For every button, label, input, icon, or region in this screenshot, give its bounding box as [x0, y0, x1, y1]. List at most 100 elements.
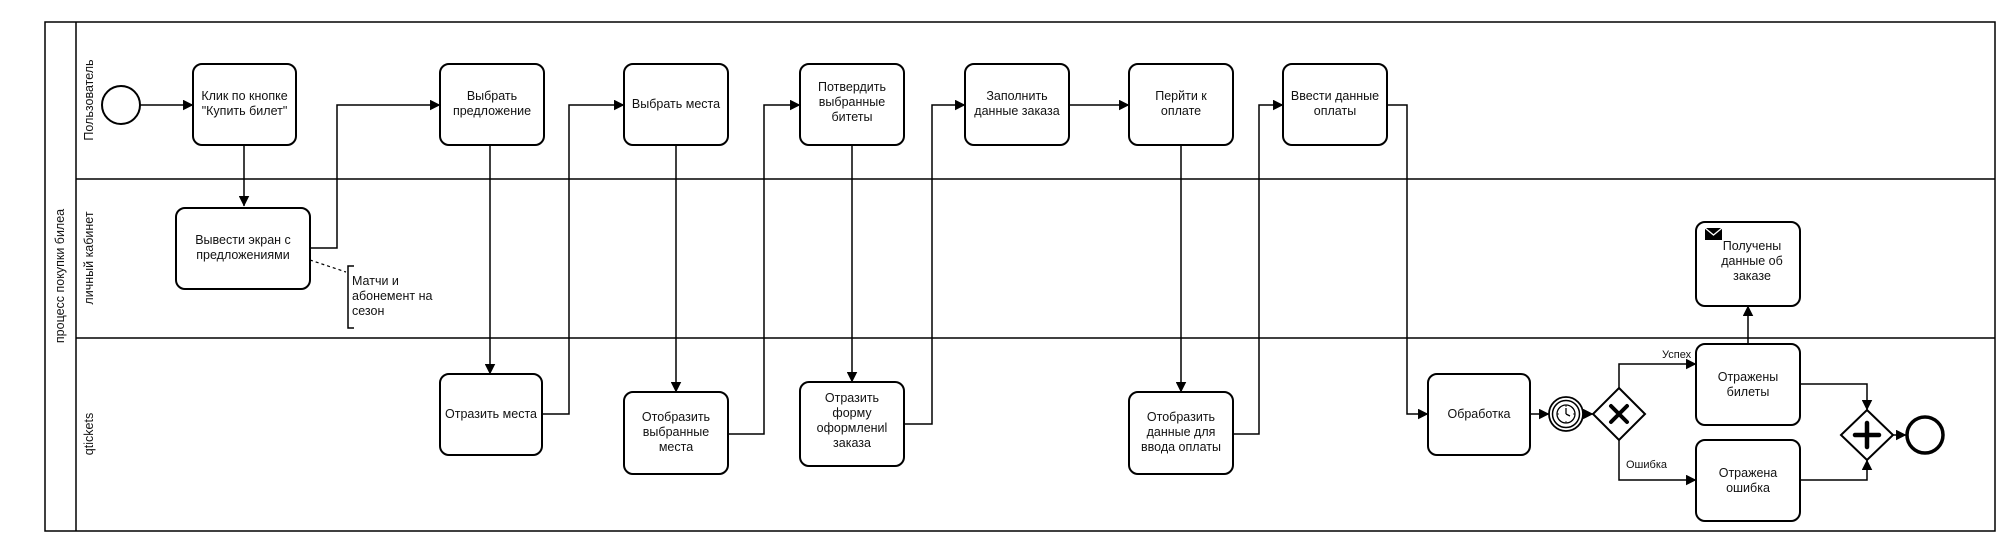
- task-box[interactable]: [175, 207, 311, 290]
- flow-task15-to-join: [1800, 459, 1873, 481]
- task-box[interactable]: [439, 373, 543, 456]
- task-box[interactable]: [623, 63, 729, 146]
- task-tickets-shown[interactable]: Отражены билеты: [1695, 343, 1801, 426]
- task-label: Заполнить: [986, 89, 1047, 103]
- annotation-bracket: [347, 265, 354, 329]
- task-label: оплаты: [1314, 104, 1356, 118]
- task-label: оформлениl: [817, 421, 888, 435]
- task-label: ошибка: [1726, 481, 1770, 495]
- task-label: заказа: [833, 436, 871, 450]
- timer-event-icon: [1548, 396, 1584, 432]
- task-box[interactable]: [799, 381, 905, 467]
- annotation-line: абонемент на: [352, 289, 432, 303]
- task-label: данные заказа: [974, 104, 1059, 118]
- lane-label-cabinet: личный кабинет: [82, 211, 96, 304]
- task-label: Отразить: [825, 391, 879, 405]
- flow-task8-to-task9: [904, 99, 966, 425]
- task-label: заказе: [1733, 269, 1771, 283]
- task-label: форму: [832, 406, 872, 420]
- task-label: Отражены: [1718, 370, 1779, 384]
- task-label: предложение: [453, 104, 531, 118]
- task-label: оплате: [1161, 104, 1201, 118]
- flow-task14-to-join: [1800, 383, 1873, 411]
- task-label: билеты: [1727, 385, 1770, 399]
- task-label: выбранные: [643, 425, 709, 439]
- flow-label-success: Успех: [1662, 349, 1692, 361]
- parallel-gateway-icon: [1839, 408, 1895, 462]
- task-box[interactable]: [1695, 221, 1801, 307]
- lane-label-user: Пользователь: [82, 59, 96, 140]
- exclusive-gateway-icon: [1591, 386, 1647, 442]
- task-error-shown[interactable]: Отражена ошибка: [1695, 439, 1801, 522]
- task-label: "Купить билет": [202, 104, 288, 118]
- task-go-to-payment[interactable]: Перйти к оплате: [1128, 63, 1234, 146]
- task-show-order-form[interactable]: Отразить форму оформлениl заказа: [799, 381, 905, 467]
- end-event-icon: [1905, 415, 1945, 455]
- flow-gateway-success: [1618, 358, 1697, 388]
- task-show-offers-screen[interactable]: Вывести экран с предложениями: [175, 207, 311, 290]
- flow-gateway-error: [1618, 440, 1697, 486]
- task-label: данные об: [1721, 254, 1783, 268]
- task-box[interactable]: [1695, 343, 1801, 426]
- task-label: Клик по кнопке: [201, 89, 287, 103]
- task-choose-seats[interactable]: Выбрать места: [623, 63, 729, 146]
- pool-border: [44, 21, 1996, 532]
- task-box[interactable]: [439, 63, 545, 146]
- task-label: Отражена: [1719, 466, 1778, 480]
- tasks: Клик по кнопке "Купить билет" Вывести эк…: [175, 63, 1801, 522]
- task-display-seats[interactable]: Отразить места: [439, 373, 543, 456]
- task-fill-order-data[interactable]: Заполнить данные заказа: [964, 63, 1070, 146]
- task-label: Выбрать места: [632, 97, 720, 111]
- task-label: данные для: [1147, 425, 1216, 439]
- task-box[interactable]: [1427, 373, 1531, 456]
- task-label: Отобразить: [642, 410, 710, 424]
- task-order-data-received[interactable]: Получены данные об заказе: [1695, 221, 1801, 307]
- annotation-association: [309, 259, 347, 273]
- task-show-selected-seats[interactable]: Отобразить выбранные места: [623, 391, 729, 475]
- task-label: места: [659, 440, 693, 454]
- task-box[interactable]: [1128, 63, 1234, 146]
- annotation-line: Матчи и: [352, 274, 399, 288]
- task-box[interactable]: [1128, 391, 1234, 475]
- pool: процесс покупки билеа Пользователь личны…: [44, 21, 1996, 532]
- task-box[interactable]: [1695, 439, 1801, 522]
- task-box[interactable]: [1282, 63, 1388, 146]
- task-click-buy-ticket[interactable]: Клик по кнопке "Купить билет": [192, 63, 297, 146]
- task-box[interactable]: [623, 391, 729, 475]
- flow-task12-to-task13: [1387, 104, 1429, 420]
- task-box[interactable]: [799, 63, 905, 146]
- task-label: Ввести данные: [1291, 89, 1379, 103]
- task-label: Потвердить: [818, 80, 886, 94]
- task-label: ввода оплаты: [1141, 440, 1221, 454]
- task-label: Обработка: [1447, 407, 1510, 421]
- task-label: битеты: [832, 110, 873, 124]
- envelope-icon: [1704, 227, 1723, 240]
- lane-label-qtickets: qtickets: [82, 413, 96, 455]
- pool-label: процесс покупки билеа: [53, 209, 67, 343]
- sequence-flows: [140, 99, 1907, 486]
- flow-label-error: Ошибка: [1626, 459, 1668, 471]
- text-annotation: Матчи и абонемент на сезон: [309, 259, 432, 329]
- task-label: предложениями: [196, 248, 289, 262]
- task-confirm-tickets[interactable]: Потвердить выбранные битеты: [799, 63, 905, 146]
- task-show-payment-form[interactable]: Отобразить данные для ввода оплаты: [1128, 391, 1234, 475]
- task-label: Вывести экран с: [195, 233, 291, 247]
- task-enter-payment-data[interactable]: Ввести данные оплаты: [1282, 63, 1388, 146]
- task-choose-offer[interactable]: Выбрать предложение: [439, 63, 545, 146]
- task-processing[interactable]: Обработка: [1427, 373, 1531, 456]
- flow-task2-to-task3: [310, 99, 441, 249]
- task-box[interactable]: [964, 63, 1070, 146]
- task-label: Отразить места: [445, 407, 537, 421]
- task-label: Выбрать: [467, 89, 517, 103]
- task-label: Получены: [1723, 239, 1782, 253]
- flow-task6-to-task7: [728, 99, 801, 435]
- start-event-icon: [101, 85, 141, 125]
- flow-task4-to-task5: [542, 99, 625, 415]
- task-box[interactable]: [192, 63, 297, 146]
- flow-task11-to-task12: [1233, 99, 1284, 435]
- task-label: Перйти к: [1155, 89, 1207, 103]
- task-label: Отобразить: [1147, 410, 1215, 424]
- task-label: выбранные: [819, 95, 885, 109]
- annotation-line: сезон: [352, 304, 384, 318]
